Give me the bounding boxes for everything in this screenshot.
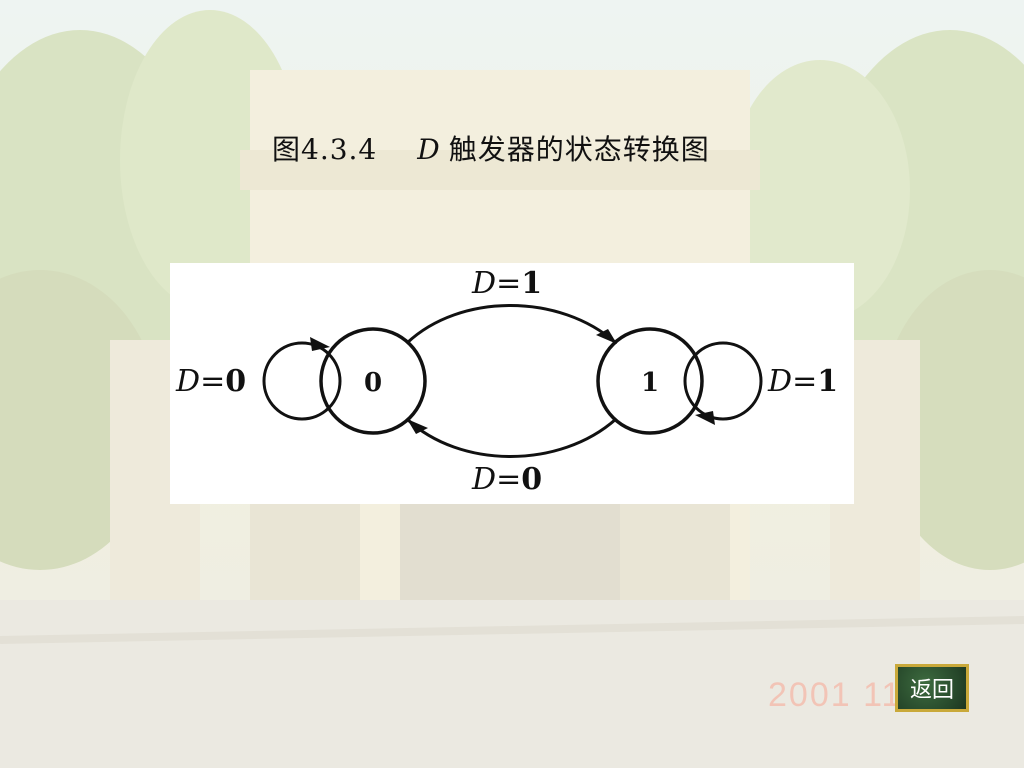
state-1-label: 1 [640, 368, 660, 398]
state-0-circle [319, 327, 427, 435]
title-text: 触发器的状态转换图 [448, 133, 710, 166]
state-diagram-panel: 0 1 D=1 D=0 D=0 D=1 [170, 263, 854, 504]
state-0-label: 0 [363, 368, 383, 398]
self-loop-0 [262, 341, 342, 421]
back-button[interactable]: 返回 [895, 664, 969, 712]
state-1-circle [596, 327, 704, 435]
transition-1-to-0-arrowhead [407, 419, 428, 434]
transition-1-to-0 [405, 417, 617, 458]
self-loop-label-1: D=1 [768, 364, 839, 399]
self-loop-1-arrowhead [695, 411, 715, 425]
title-variable: D [417, 133, 441, 166]
self-loop-0-arrowhead [310, 337, 330, 351]
transition-0-to-1 [405, 304, 617, 345]
transition-label-0-to-1: D=1 [472, 266, 543, 301]
date-watermark: 2001 11 [768, 676, 903, 714]
self-loop-label-0: D=0 [176, 364, 247, 399]
transition-0-to-1-arrowhead [596, 329, 617, 344]
state-diagram [262, 304, 763, 458]
transition-label-1-to-0: D=0 [472, 462, 543, 497]
figure-number: 图4.3.4 [272, 133, 378, 166]
self-loop-1 [683, 341, 763, 421]
